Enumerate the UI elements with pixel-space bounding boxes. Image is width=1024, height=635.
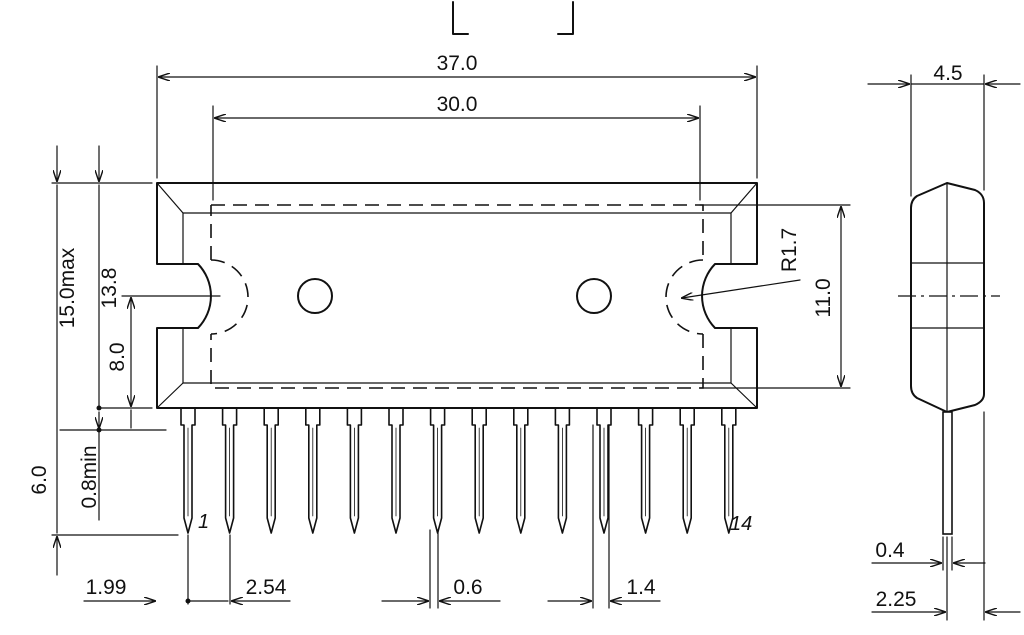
- side-lead: [942, 411, 953, 535]
- dim-lead-offset: 2.25: [876, 588, 917, 611]
- dim-thickness: 4.5: [933, 62, 962, 85]
- dim-first-pin-offset: 1.99: [86, 576, 127, 599]
- pin-10: [554, 407, 571, 534]
- dim-overall-length: 37.0: [437, 52, 478, 75]
- dim-max-height: 15.0max: [56, 247, 79, 328]
- dim-lead-min: 0.8min: [78, 445, 101, 508]
- dim-dashed-height: 11.0: [812, 278, 835, 317]
- title-bracket: [452, 1, 574, 35]
- dim-hole-height: 8.0: [106, 342, 129, 371]
- dim-lead-length: 6.0: [28, 465, 51, 494]
- dashed-notch-right: [665, 259, 704, 335]
- pin-label-last: 14: [730, 513, 752, 535]
- pin-14: [721, 407, 737, 534]
- pin-8: [471, 407, 487, 534]
- pin-9: [513, 407, 529, 534]
- mounting-hole-right: [576, 278, 612, 314]
- pin-row: [180, 407, 737, 534]
- pin-4: [305, 407, 321, 534]
- pin-7: [429, 407, 446, 534]
- chamfer-lines: [156, 182, 758, 409]
- package-inner-outline: [182, 212, 732, 384]
- package-body-outline: [156, 182, 758, 409]
- pin-6: [388, 407, 404, 534]
- pin-2: [221, 407, 238, 534]
- dashed-notch-left: [210, 259, 249, 335]
- pin-13: [679, 407, 695, 534]
- pin-11: [596, 407, 612, 534]
- dimensions-top-view: 37.0 30.0 15.0max 13.8 8.0 0.8min 6.0: [28, 52, 851, 609]
- side-view: [898, 182, 1000, 535]
- mounting-hole-left: [297, 278, 333, 314]
- dashed-die-outline: [210, 204, 704, 389]
- pin-5: [346, 407, 363, 534]
- pin-12: [637, 407, 654, 534]
- dimensions-side-view: 4.5 0.4 2.25: [867, 62, 1021, 621]
- dim-notch-radius: R1.7: [778, 228, 801, 272]
- pin-3: [263, 407, 279, 534]
- top-view: 1 14: [156, 182, 758, 535]
- dim-pin-pitch: 2.54: [246, 576, 287, 599]
- dim-lead-shoulder: 1.4: [626, 576, 656, 599]
- dim-lead-width: 0.6: [453, 576, 482, 599]
- dim-body-height: 13.8: [98, 268, 121, 309]
- pin-label-first: 1: [198, 511, 209, 533]
- pin-1: [180, 407, 196, 534]
- dim-lead-thickness: 0.4: [875, 539, 905, 562]
- dim-hole-spacing: 30.0: [437, 93, 478, 116]
